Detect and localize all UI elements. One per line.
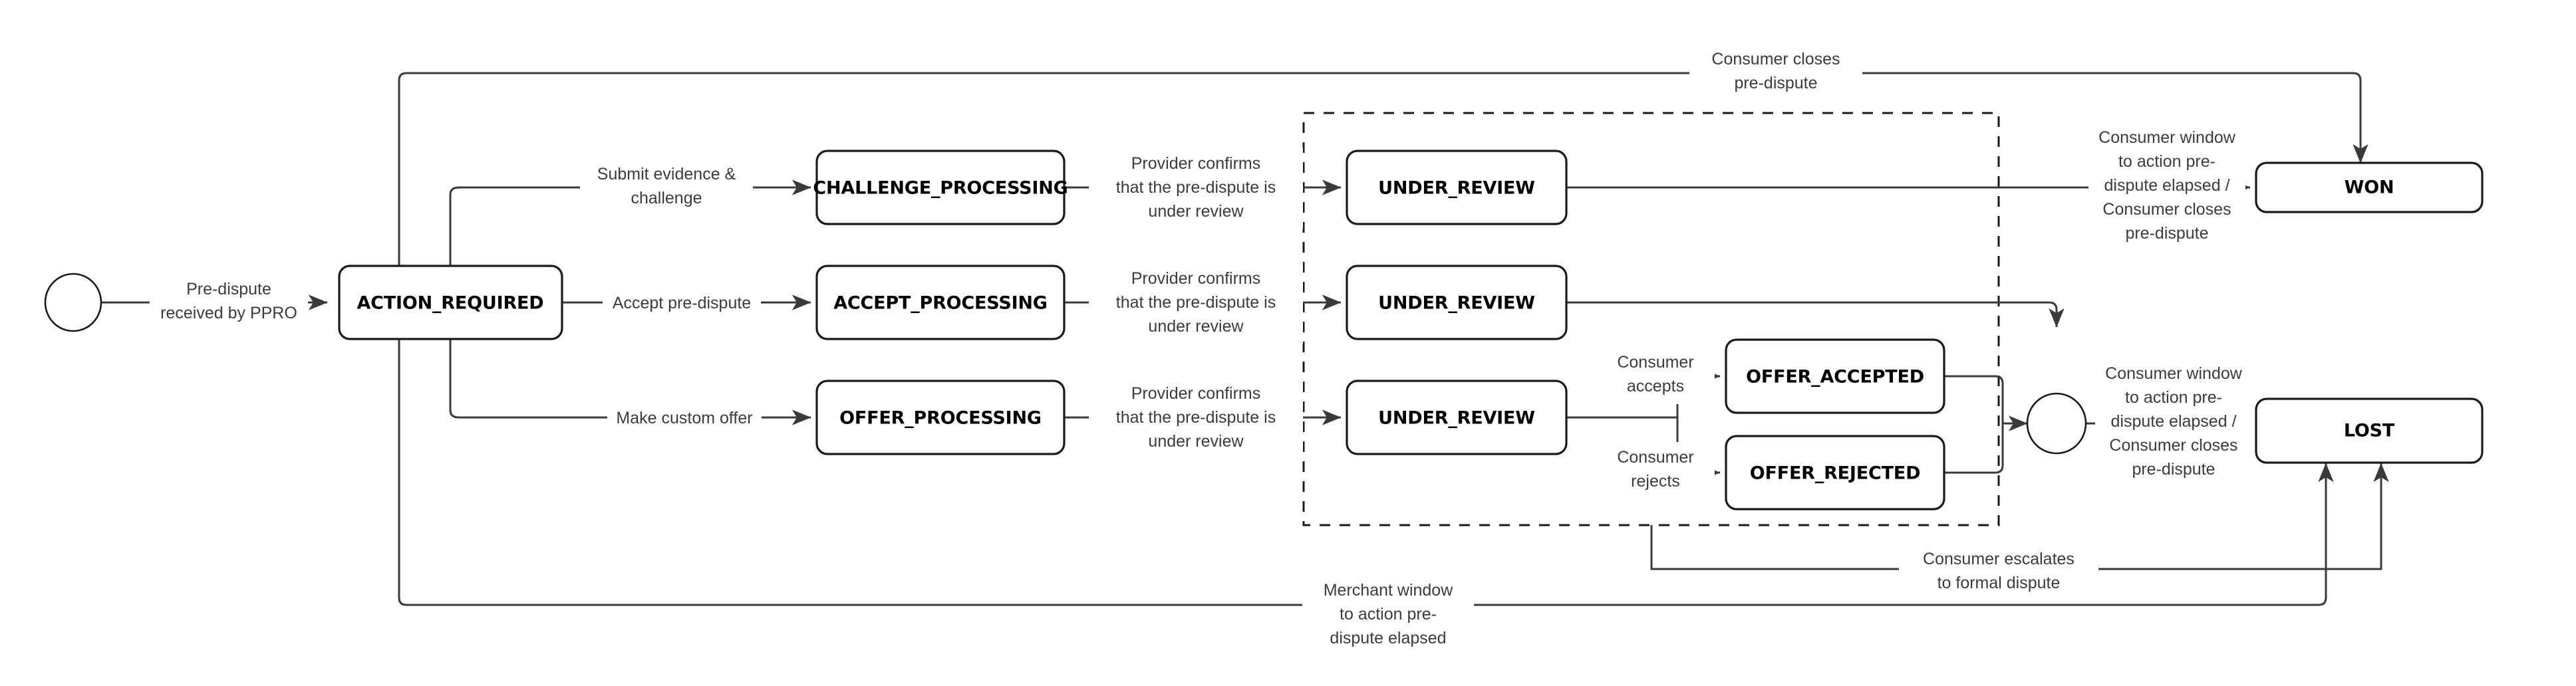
node-under-review-2-box: [1346, 265, 1568, 340]
edge-label-consumer-closes-top: Consumer closes pre-dispute: [1689, 44, 1862, 101]
edge-label-consumer-escalates: Consumer escalates to formal dispute: [1899, 544, 2098, 601]
edge-under-review-2-to-merge: [1566, 301, 2065, 328]
svg-text:pre-dispute: pre-dispute: [2132, 460, 2215, 479]
edge-label-provider-confirms-3: Provider confirms that the pre-dispute i…: [1089, 378, 1303, 459]
node-offer-accepted-box: [1725, 338, 1945, 414]
node-offer-rejected[interactable]: OFFER_REJECTED: [1725, 435, 1945, 511]
node-challenge-processing-box: [815, 150, 1066, 225]
svg-text:that the pre-dispute is: that the pre-dispute is: [1116, 178, 1276, 197]
node-accept-processing-box: [815, 265, 1066, 340]
edge-label-make-custom-offer: Make custom offer: [607, 405, 762, 431]
under-review-group-boundary: [1302, 112, 2000, 526]
svg-text:dispute elapsed /: dispute elapsed /: [2110, 412, 2236, 431]
node-under-review-2[interactable]: UNDER_REVIEW: [1346, 265, 1568, 340]
svg-text:under review: under review: [1148, 317, 1244, 336]
edge-action-to-won-consumer-closes: [398, 72, 2368, 302]
svg-text:Consumer window: Consumer window: [2105, 364, 2243, 383]
start-circle: [44, 273, 102, 332]
svg-text:Make custom offer: Make custom offer: [616, 409, 752, 427]
svg-text:Consumer escalates: Consumer escalates: [1923, 550, 2075, 568]
svg-text:Provider confirms: Provider confirms: [1131, 154, 1261, 173]
node-under-review-2-label: UNDER_REVIEW: [1378, 293, 1535, 314]
node-action-required-box: [338, 265, 563, 340]
svg-text:dispute elapsed: dispute elapsed: [1330, 629, 1446, 647]
edge-action-to-challenge: [449, 179, 811, 302]
svg-text:to action pre-: to action pre-: [1340, 605, 1437, 624]
svg-text:Accept pre-dispute: Accept pre-dispute: [613, 294, 751, 312]
svg-text:Consumer closes: Consumer closes: [2109, 436, 2237, 455]
node-won[interactable]: WON: [2255, 162, 2484, 213]
node-lost-box: [2255, 398, 2484, 464]
edge-label-consumer-rejects: Consumer rejects: [1596, 442, 1715, 499]
edge-label-consumer-window-lost: Consumer window to action pre- dispute e…: [2095, 360, 2252, 489]
node-action-required[interactable]: ACTION_REQUIRED: [338, 265, 563, 340]
svg-text:to action pre-: to action pre-: [2118, 152, 2216, 171]
node-under-review-1[interactable]: UNDER_REVIEW: [1346, 150, 1568, 225]
svg-text:Consumer: Consumer: [1617, 353, 1693, 372]
edge-label-submit-challenge: Submit evidence & challenge: [580, 160, 753, 217]
edge-offer-accepted-to-merge-stub: [1944, 375, 2004, 423]
node-under-review-3[interactable]: UNDER_REVIEW: [1346, 380, 1568, 455]
svg-text:Consumer window: Consumer window: [2098, 128, 2236, 147]
edge-label-provider-confirms-1: Provider confirms that the pre-dispute i…: [1089, 148, 1303, 229]
node-offer-rejected-box: [1725, 435, 1945, 511]
node-offer-processing-label: OFFER_PROCESSING: [839, 408, 1042, 429]
edge-label-accept-predispute: Accept pre-dispute: [603, 290, 761, 316]
node-offer-processing[interactable]: OFFER_PROCESSING: [815, 380, 1066, 455]
edge-label-consumer-window-won: Consumer window to action pre- dispute e…: [2088, 124, 2245, 253]
svg-text:Consumer closes: Consumer closes: [1711, 50, 1840, 68]
node-lost-label: LOST: [2344, 421, 2395, 441]
svg-text:Provider confirms: Provider confirms: [1131, 269, 1261, 288]
node-under-review-1-label: UNDER_REVIEW: [1378, 178, 1535, 199]
svg-text:accepts: accepts: [1627, 377, 1684, 396]
edge-label-consumer-accepts: Consumer accepts: [1596, 347, 1715, 404]
node-under-review-1-box: [1346, 150, 1568, 225]
svg-text:under review: under review: [1148, 432, 1244, 451]
edge-action-to-offer: [449, 302, 811, 425]
node-accept-processing-label: ACCEPT_PROCESSING: [833, 293, 1048, 314]
svg-text:to action pre-: to action pre-: [2125, 388, 2222, 407]
node-accept-processing[interactable]: ACCEPT_PROCESSING: [815, 265, 1066, 340]
svg-text:that the pre-dispute is: that the pre-dispute is: [1116, 408, 1276, 427]
svg-text:dispute elapsed /: dispute elapsed /: [2104, 176, 2229, 195]
edge-label-merchant-window: Merchant window to action pre- dispute e…: [1302, 576, 1474, 657]
svg-text:that the pre-dispute is: that the pre-dispute is: [1116, 293, 1276, 312]
node-lost[interactable]: LOST: [2255, 398, 2484, 464]
node-action-required-label: ACTION_REQUIRED: [357, 293, 543, 314]
svg-text:Pre-dispute: Pre-dispute: [186, 280, 271, 298]
svg-text:rejects: rejects: [1631, 472, 1680, 491]
node-offer-rejected-label: OFFER_REJECTED: [1750, 463, 1921, 484]
edge-label-start-to-action: Pre-dispute received by PPRO: [150, 274, 308, 331]
edge-label-provider-confirms-2: Provider confirms that the pre-dispute i…: [1089, 263, 1303, 344]
node-offer-accepted[interactable]: OFFER_ACCEPTED: [1725, 338, 1945, 414]
node-challenge-processing-label: CHALLENGE_PROCESSING: [813, 178, 1068, 199]
svg-text:to formal dispute: to formal dispute: [1937, 574, 2061, 592]
svg-text:Submit evidence &: Submit evidence &: [597, 165, 736, 183]
svg-text:challenge: challenge: [631, 189, 702, 207]
svg-text:Consumer closes: Consumer closes: [2102, 200, 2231, 219]
edge-offer-rejected-to-merge-stub: [1944, 423, 2004, 474]
svg-text:Merchant window: Merchant window: [1324, 581, 1453, 600]
svg-text:pre-dispute: pre-dispute: [1734, 74, 1817, 92]
svg-text:under review: under review: [1148, 202, 1244, 221]
node-won-label: WON: [2345, 177, 2394, 198]
node-challenge-processing[interactable]: CHALLENGE_PROCESSING: [813, 150, 1068, 225]
svg-text:Consumer: Consumer: [1617, 448, 1693, 467]
node-under-review-3-box: [1346, 380, 1568, 455]
node-won-box: [2255, 162, 2484, 213]
svg-text:pre-dispute: pre-dispute: [2125, 224, 2208, 243]
merge-circle: [2026, 392, 2087, 455]
node-offer-accepted-label: OFFER_ACCEPTED: [1746, 367, 1924, 388]
node-offer-processing-box: [815, 380, 1066, 455]
node-under-review-3-label: UNDER_REVIEW: [1378, 408, 1535, 429]
svg-text:received by PPRO: received by PPRO: [160, 304, 297, 322]
svg-text:Provider confirms: Provider confirms: [1131, 384, 1261, 403]
